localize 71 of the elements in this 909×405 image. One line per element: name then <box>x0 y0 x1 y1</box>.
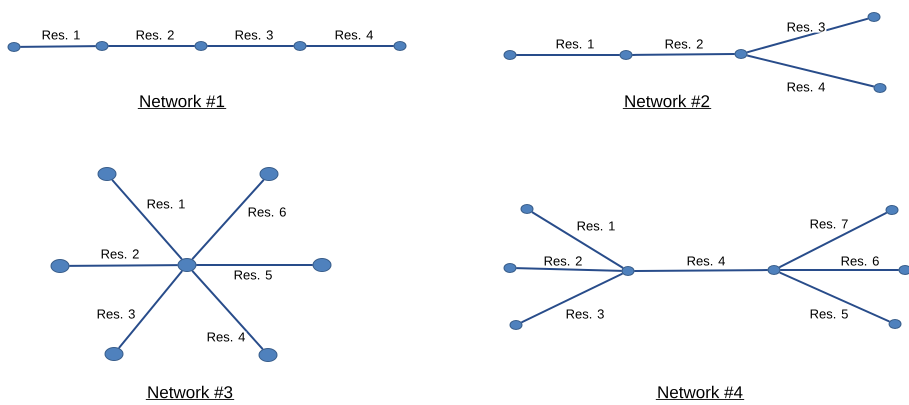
edge-label: Res. 2 <box>664 38 704 50</box>
network-node <box>194 41 208 51</box>
network-node <box>510 320 522 330</box>
edge-label: Res. 6 <box>246 206 288 218</box>
network-node <box>734 49 748 59</box>
connection-line <box>306 45 394 47</box>
connection-line <box>632 53 735 56</box>
edge-label: Res. 2 <box>100 248 140 260</box>
connection-line <box>196 264 312 266</box>
edge-label: Res. 4 <box>206 331 246 343</box>
network-node <box>874 83 886 93</box>
network-node <box>294 41 306 51</box>
edge-label: Res. 4 <box>334 29 374 41</box>
connection-line <box>746 18 868 54</box>
edge-label: Res. 6 <box>840 255 880 267</box>
network-node <box>888 319 902 329</box>
network-node <box>622 266 634 276</box>
network-node <box>50 259 70 273</box>
connection-line <box>108 45 194 47</box>
edge-label: Res. 1 <box>146 198 186 210</box>
connection-line <box>521 272 623 324</box>
network-node <box>98 167 116 181</box>
edge-label: Res. 7 <box>808 218 850 230</box>
connection-line <box>516 54 620 56</box>
network-node <box>96 41 108 51</box>
edge-label: Res. 3 <box>786 21 826 33</box>
network-node <box>258 348 278 362</box>
network-title: Network #3 <box>145 386 235 400</box>
edge-label: Res. 1 <box>554 38 596 50</box>
connection-line <box>192 270 264 350</box>
connection-line <box>70 264 178 267</box>
connection-line <box>111 179 183 260</box>
connection-line <box>780 269 898 271</box>
network-title: Network #1 <box>137 94 227 109</box>
edge-label: Res. 5 <box>232 269 274 281</box>
edge-label: Res. 5 <box>808 308 850 320</box>
connection-line <box>532 211 624 269</box>
edge-label: Res. 4 <box>786 81 826 93</box>
network-node <box>504 263 516 273</box>
edge-label: Res. 3 <box>564 308 606 320</box>
connection-line <box>20 45 96 48</box>
edge-label: Res. 2 <box>134 29 176 41</box>
network-node <box>886 205 898 215</box>
edge-label: Res. 4 <box>686 255 726 267</box>
network-node <box>620 50 632 60</box>
network-node <box>260 167 278 181</box>
network-node <box>312 258 332 272</box>
network-node <box>520 204 534 214</box>
edge-label: Res. 1 <box>40 29 82 41</box>
network-title: Network #4 <box>655 386 745 400</box>
edge-label: Res. 2 <box>542 255 584 267</box>
network-node <box>8 42 20 52</box>
connection-line <box>746 54 874 88</box>
connection-line <box>208 45 294 47</box>
edge-label: Res. 3 <box>234 29 274 41</box>
connection-line <box>778 212 888 268</box>
connection-line <box>516 267 622 272</box>
network-node <box>768 265 780 275</box>
network-node <box>898 265 909 275</box>
edge-label: Res. 3 <box>96 308 136 320</box>
edge-label: Res. 1 <box>576 220 616 232</box>
network-node <box>504 50 516 60</box>
connection-line <box>634 269 768 272</box>
network-node <box>394 41 406 51</box>
network-node <box>104 347 124 361</box>
network-node <box>868 12 880 22</box>
network-title: Network #2 <box>622 94 712 109</box>
connection-line <box>192 179 264 260</box>
network-node <box>178 258 196 272</box>
connection-line <box>118 270 183 349</box>
connection-line <box>779 272 890 322</box>
